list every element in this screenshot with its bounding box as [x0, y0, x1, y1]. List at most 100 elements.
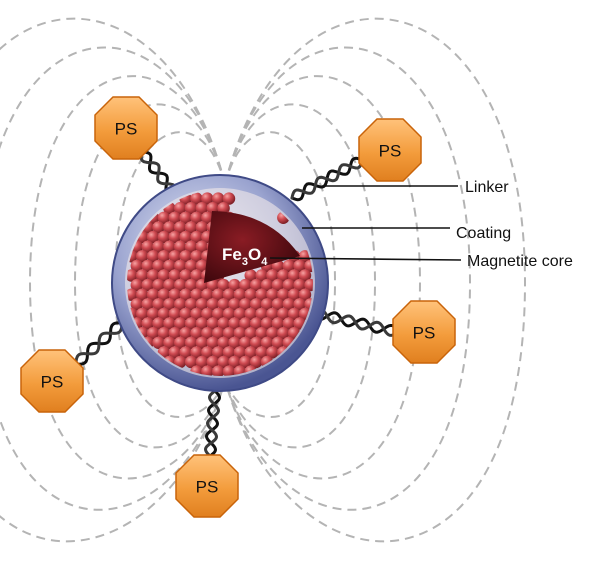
ps-molecule: PS [392, 300, 456, 364]
core-formula: Fe3O4 [222, 245, 268, 268]
field-line-left [0, 17, 226, 543]
magnetite-bead [266, 288, 279, 301]
magnetite-bead [190, 230, 203, 244]
magnetite-bead [146, 250, 160, 263]
magnetite-bead [244, 307, 257, 321]
magnetite-bead [163, 317, 176, 330]
magnetite-bead [157, 307, 171, 321]
magnetite-bead [293, 298, 306, 311]
magnetite-bead [190, 307, 203, 321]
magnetite-bead [163, 240, 176, 253]
magnetite-bead [277, 307, 290, 321]
ps-label: PS [379, 142, 402, 161]
magnetite-bead [157, 269, 171, 282]
magnetite-core-label: Magnetite core [467, 253, 573, 270]
magnetite-bead [304, 259, 313, 273]
magnetite-bead [163, 259, 176, 273]
field-line-left [0, 46, 226, 511]
magnetite-bead [233, 288, 247, 301]
magnetite-bead [174, 240, 187, 253]
magnetite-bead [163, 298, 176, 311]
magnetite-bead [168, 288, 181, 301]
magnetite-bead [141, 317, 154, 330]
magnetite-bead [244, 346, 257, 359]
magnetite-bead [141, 259, 154, 273]
magnetite-bead [141, 278, 154, 292]
magnetite-bead [190, 288, 203, 301]
magnetite-bead [201, 307, 214, 321]
magnetite-bead [255, 346, 268, 359]
magnetite-bead [277, 269, 290, 282]
magnetite-bead [255, 307, 268, 321]
magnetite-bead [174, 278, 187, 292]
magnetite-bead [282, 259, 295, 273]
magnetite-bead [184, 298, 198, 311]
magnetite-bead [179, 269, 192, 282]
magnetite-bead [136, 307, 149, 321]
magnetite-bead [190, 269, 203, 282]
magnetite-bead [168, 327, 181, 340]
magnetite-bead [190, 250, 203, 263]
magnetite-bead [168, 211, 181, 224]
magnetite-bead [239, 278, 252, 292]
magnetite-bead [212, 192, 225, 205]
coating-label: Coating [456, 225, 511, 242]
field-line-right [224, 75, 422, 480]
magnetite-bead [141, 240, 154, 253]
magnetite-bead [157, 327, 171, 340]
magnetite-bead [212, 346, 225, 359]
magnetite-bead [195, 336, 209, 349]
magnetite-bead [266, 269, 279, 282]
magnetite-bead [293, 278, 306, 292]
magnetite-bead [239, 317, 252, 330]
magnetite-bead [228, 317, 241, 330]
magnetite-bead [228, 278, 241, 292]
magnetite-bead [287, 307, 301, 321]
magnetite-bead [184, 202, 198, 215]
magnetite-bead [206, 278, 219, 292]
field-line-left [73, 103, 226, 449]
magnetite-bead [212, 288, 225, 301]
magnetite-bead [277, 327, 290, 340]
magnetite-bead [195, 221, 209, 234]
magnetite-bead [184, 259, 198, 273]
magnetite-bead [222, 346, 236, 359]
magnetite-bead [174, 298, 187, 311]
magnetite-bead [157, 211, 171, 224]
magnetite-bead [179, 307, 192, 321]
magnetite-bead [190, 327, 203, 340]
magnetite-bead [298, 269, 312, 282]
magnetite-bead [228, 336, 241, 349]
magnetite-bead [130, 259, 143, 273]
magnetite-bead [255, 288, 268, 301]
field-line-right [224, 103, 377, 449]
magnetite-bead [217, 355, 230, 369]
magnetite-bead [206, 298, 219, 311]
magnetite-bead [168, 269, 181, 282]
magnetite-bead [239, 336, 252, 349]
field-line-right [224, 46, 472, 511]
magnetite-bead [287, 288, 301, 301]
magnetite-bead [228, 355, 241, 369]
core-cutaway-wedge [204, 211, 300, 283]
magnetite-bead [244, 288, 257, 301]
magnetite-bead [228, 298, 241, 311]
magnetite-bead [174, 336, 187, 349]
magnetite-bead [206, 355, 219, 369]
magnetite-bead [179, 230, 192, 244]
magnetite-bead [222, 365, 236, 376]
magnetite-bead [146, 288, 160, 301]
magnetite-bead [304, 298, 313, 311]
magnetite-bead [152, 336, 165, 349]
magnetite-bead [212, 327, 225, 340]
magnetite-bead [195, 202, 209, 215]
magnetite-bead [255, 269, 268, 282]
magnetite-bead [174, 202, 187, 215]
magnetite-core-beads [127, 192, 313, 376]
magnetite-bead [136, 250, 149, 263]
magnetite-bead [201, 288, 214, 301]
magnetite-bead [201, 192, 214, 205]
magnetite-bead [130, 298, 143, 311]
magnetite-bead [179, 211, 192, 224]
linker-strand [311, 308, 400, 337]
